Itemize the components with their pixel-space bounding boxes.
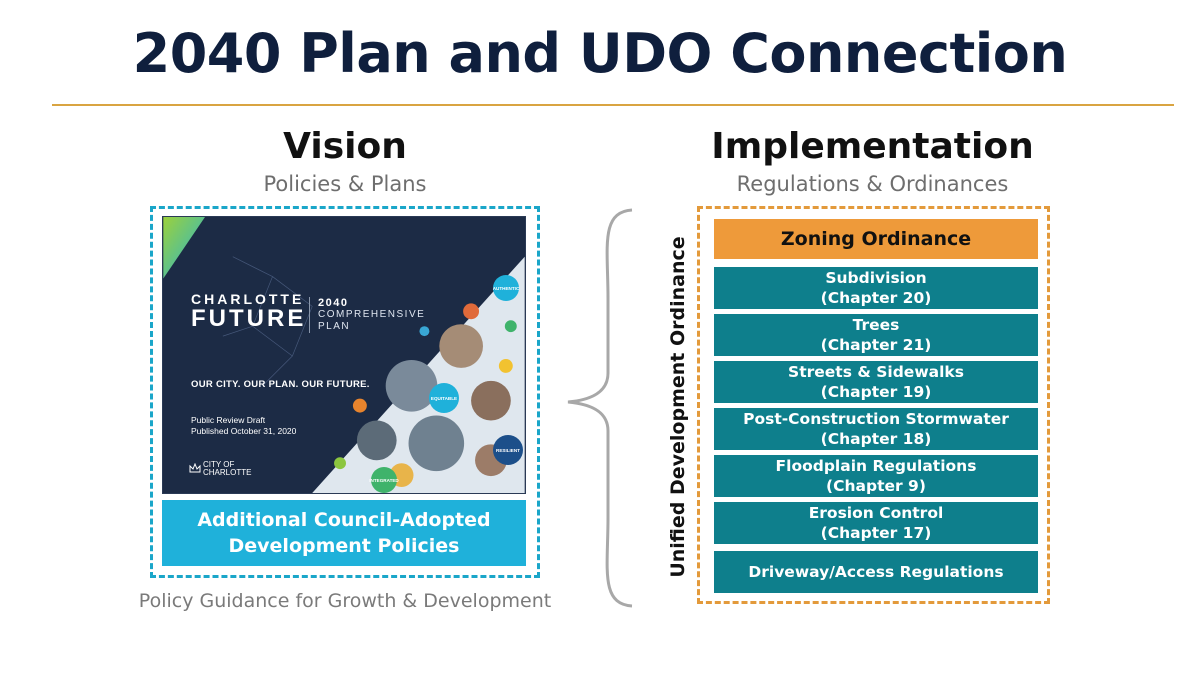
plan-line-3: PLAN — [318, 321, 351, 332]
chapter-stormwater: Post-Construction Stormwater (Chapter 18… — [714, 408, 1038, 450]
crown-icon — [189, 463, 201, 473]
integrated-badge: INTEGRATED — [369, 467, 399, 493]
equitable-badge: EQUITABLE — [429, 383, 459, 413]
chapter-name: Erosion Control — [808, 504, 944, 522]
udo-label-text: Unified Development Ordinance — [667, 236, 689, 578]
plan-line-2: COMPREHENSIVE — [318, 309, 426, 320]
vision-subheading: Policies & Plans — [263, 172, 427, 196]
plan-label: 2040 COMPREHENSIVE PLAN — [309, 297, 425, 333]
city-of-charlotte-logo: CITY OF CHARLOTTE — [203, 461, 251, 477]
implementation-box — [697, 206, 1050, 604]
draft-status: Public Review Draft — [191, 415, 266, 425]
chapter-trees: Trees (Chapter 21) — [714, 314, 1038, 356]
city-line-1: CITY OF — [203, 460, 235, 469]
council-policies-line-2: Development Policies — [228, 535, 460, 557]
vision-box — [150, 206, 540, 578]
chapter-name: Trees — [852, 316, 900, 334]
chapter-number: (Chapter 21) — [820, 336, 932, 354]
council-policies-box: Additional Council-Adopted Development P… — [162, 500, 526, 566]
chapter-name: Subdivision — [825, 269, 927, 287]
cover-artwork — [163, 217, 525, 493]
chapter-number: (Chapter 19) — [820, 383, 932, 401]
brand-line-2: FUTURE — [191, 305, 307, 332]
chapter-name: Floodplain Regulations — [775, 457, 977, 475]
chapter-name: Post-Construction Stormwater — [743, 410, 1009, 428]
chapter-driveway-access: Driveway/Access Regulations — [714, 551, 1038, 593]
comprehensive-plan-cover: AUTHENTIC EQUITABLE RESILIENT INTEGRATED… — [162, 216, 526, 494]
chapter-floodplain: Floodplain Regulations (Chapter 9) — [714, 455, 1038, 497]
zoning-ordinance-box: Zoning Ordinance — [714, 219, 1038, 259]
policy-guidance-caption: Policy Guidance for Growth & Development — [138, 590, 552, 612]
chapter-streets-sidewalks: Streets & Sidewalks (Chapter 19) — [714, 361, 1038, 403]
cover-tagline: OUR CITY. OUR PLAN. OUR FUTURE. — [191, 379, 370, 390]
council-policies-line-1: Additional Council-Adopted — [197, 509, 491, 531]
page-title: 2040 Plan and UDO Connection — [132, 22, 1068, 85]
implementation-heading: Implementation — [711, 126, 1034, 167]
chapter-number: (Chapter 20) — [820, 289, 932, 307]
title-divider — [52, 104, 1174, 106]
resilient-badge: RESILIENT — [493, 435, 523, 465]
cover-draft-info: Public Review Draft Published October 31… — [191, 415, 296, 437]
chapter-name: Streets & Sidewalks — [788, 363, 964, 381]
chapter-number: (Chapter 17) — [820, 524, 932, 542]
implementation-subheading: Regulations & Ordinances — [736, 172, 1009, 196]
curly-brace — [567, 208, 633, 608]
city-line-2: CHARLOTTE — [203, 468, 252, 477]
brand-line-1: CHARLOTTE — [191, 291, 305, 307]
chapter-erosion-control: Erosion Control (Chapter 17) — [714, 502, 1038, 544]
chapter-subdivision: Subdivision (Chapter 20) — [714, 267, 1038, 309]
chapter-name: Driveway/Access Regulations — [748, 563, 1004, 581]
charlotte-future-logo: CHARLOTTE FUTURE — [191, 291, 306, 331]
draft-date: Published October 31, 2020 — [191, 426, 297, 436]
authentic-badge: AUTHENTIC — [493, 275, 519, 301]
chapter-number: (Chapter 9) — [826, 477, 926, 495]
vision-heading: Vision — [283, 126, 407, 167]
plan-year: 2040 — [318, 297, 349, 309]
chapter-number: (Chapter 18) — [820, 430, 932, 448]
